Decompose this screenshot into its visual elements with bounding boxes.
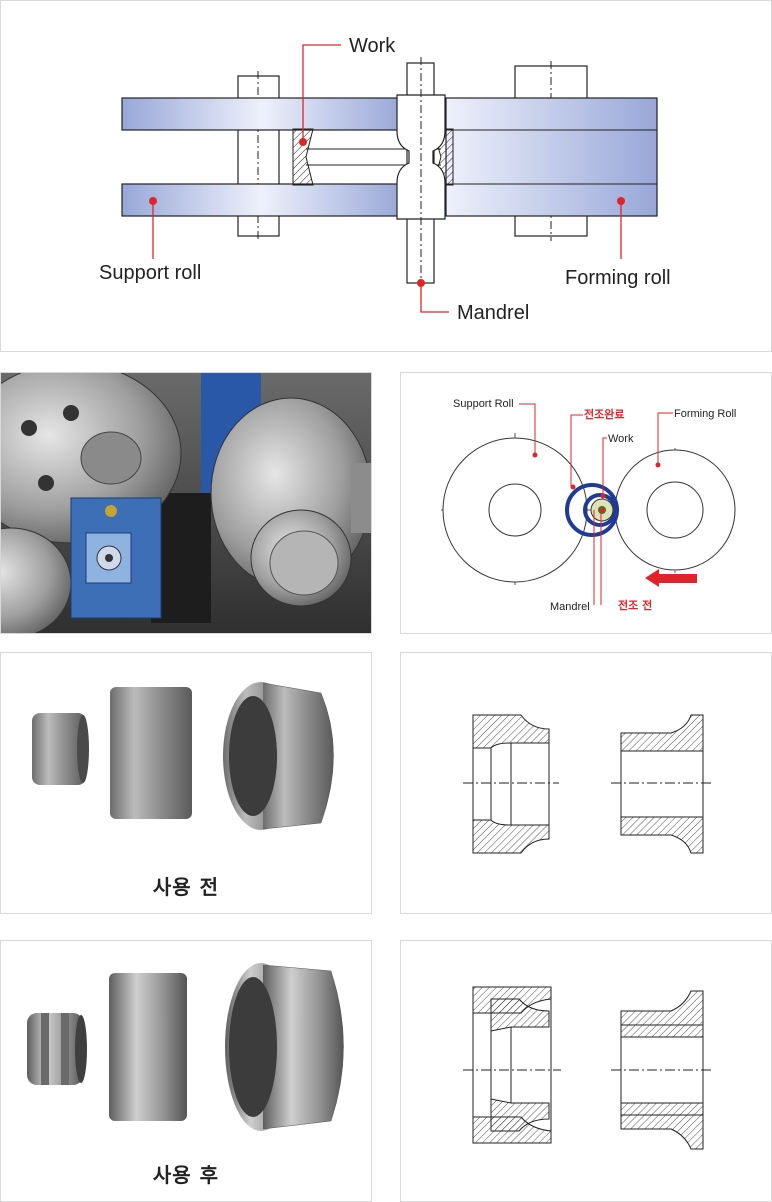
mandrel-label: Mandrel — [457, 302, 529, 324]
before-rolling-label: 전조 전 — [618, 598, 652, 612]
circle-support-roll-label: Support Roll — [453, 398, 514, 410]
work-label: Work — [349, 35, 396, 57]
parts-after-use-image — [27, 963, 344, 1131]
parts-before-use-panel: 사용 전 — [0, 652, 372, 914]
forming-roll-label: Forming roll — [565, 267, 671, 289]
circle-forming-roll-label: Forming Roll — [674, 408, 736, 420]
section-after-use-panel — [400, 940, 772, 1202]
circle-mandrel-label: Mandrel — [550, 601, 590, 613]
support-roll-label: Support roll — [99, 262, 201, 284]
machine-photo — [0, 372, 372, 634]
roll-forming-schematic-panel: Work Support roll Forming roll Mandrel — [0, 0, 772, 352]
after-use-caption: 사용 후 — [152, 1163, 220, 1187]
circle-work-label: Work — [608, 433, 634, 445]
section-after-use-drawing — [463, 986, 713, 1150]
section-before-use-drawing — [463, 714, 713, 854]
machine-photo-image — [1, 373, 371, 633]
before-use-caption: 사용 전 — [152, 875, 220, 899]
roll-forming-schematic: Work Support roll Forming roll Mandrel — [99, 35, 671, 324]
rolling-circle-diagram-panel: Support Roll 전조완료 Work Forming Roll Mand… — [400, 372, 772, 634]
rolling-circle-diagram: Support Roll 전조완료 Work Forming Roll Mand… — [441, 398, 736, 613]
parts-after-use-panel: 사용 후 — [0, 940, 372, 1202]
section-before-use-panel — [400, 652, 772, 914]
rolling-done-label: 전조완료 — [584, 407, 624, 421]
parts-before-use-image — [32, 682, 334, 830]
